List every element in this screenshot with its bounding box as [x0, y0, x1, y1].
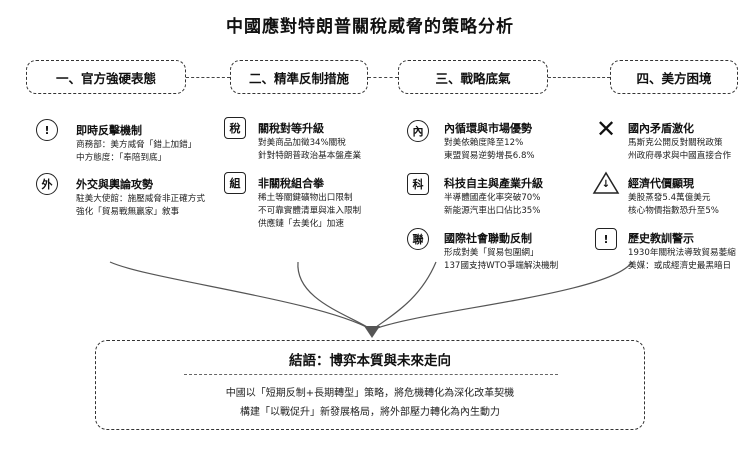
item-line: 稀土等關鍵礦物出口限制 — [258, 193, 353, 203]
domestic-market-icon: 內 — [407, 120, 429, 142]
header-connector-2 — [368, 77, 398, 78]
item-title: 即時反擊機制 — [76, 124, 142, 137]
item-title: 關稅對等升級 — [258, 122, 324, 135]
column-header-1: 一、官方強硬表態 — [26, 60, 186, 94]
connector-col4 — [371, 261, 633, 331]
alert-icon: ! — [595, 228, 617, 250]
column-header-2: 二、精準反制措施 — [230, 60, 368, 94]
item-title: 國內矛盾激化 — [628, 122, 694, 135]
item-line: 對美商品加徵34%關稅 — [258, 138, 346, 148]
header-connector-3 — [548, 77, 610, 78]
warning-down-icon: ↓ — [601, 178, 611, 190]
item-line: 半導體國產化率突破70% — [444, 193, 541, 203]
item-title: 外交與輿論攻勢 — [76, 178, 153, 191]
diplomacy-icon: 外 — [36, 173, 58, 195]
item-title: 內循環與市場優勢 — [444, 122, 532, 135]
column-header-4: 四、美方困境 — [610, 60, 738, 94]
item-line: 新能源汽車出口佔比35% — [444, 206, 541, 216]
exclamation-icon: ! — [36, 119, 58, 141]
item-line: 137國支持WTO爭端解決機制 — [444, 261, 559, 271]
item-line: 不可靠實體清單與准入限制 — [258, 206, 362, 216]
alliance-icon: 聯 — [407, 228, 429, 250]
item-line: 強化「貿易戰無贏家」敘事 — [76, 207, 180, 217]
cross-icon: ✕ — [595, 115, 617, 143]
item-line: 形成對美「貿易包圍網」 — [444, 248, 539, 258]
item-line: 中方態度：「奉陪到底」 — [76, 153, 167, 163]
warning-triangle-icon — [592, 171, 620, 194]
tax-icon: 稅 — [224, 117, 246, 139]
column-header-3: 三、戰略底氣 — [398, 60, 548, 94]
item-title: 國際社會聯動反制 — [444, 232, 532, 245]
item-line: 東盟貿易逆勢增長6.8% — [444, 151, 535, 161]
item-line: 1930年關稅法導致貿易萎縮 — [628, 248, 736, 258]
item-line: 馬斯克公開反對關稅政策 — [628, 138, 723, 148]
header-connector-1 — [186, 77, 230, 78]
conclusion-title: 結語：博弈本質與未來走向 — [289, 353, 451, 369]
item-line: 核心物價指數恐升至5% — [628, 206, 719, 216]
item-line: 美媒：或成經濟史最黑暗日 — [628, 261, 732, 271]
connector-arrowhead — [364, 326, 380, 338]
item-title: 歷史教訓警示 — [628, 232, 694, 245]
item-title: 科技自主與產業升級 — [444, 177, 543, 190]
item-line: 對美依賴度降至12% — [444, 138, 524, 148]
conclusion-line: 中國以「短期反制+長期轉型」策略，將危機轉化為深化改革契機 — [225, 388, 515, 399]
item-line: 供應鏈「去美化」加速 — [258, 219, 344, 229]
item-line: 針對特朗普政治基本盤產業 — [258, 151, 362, 161]
page-title: 中國應對特朗普關稅威脅的策略分析 — [226, 17, 514, 37]
conclusion-line: 構建「以戰促升」新發展格局，將外部壓力轉化為內生動力 — [240, 407, 500, 418]
item-line: 州政府尋求與中國直接合作 — [628, 151, 732, 161]
conclusion-divider — [184, 374, 558, 375]
item-title: 經濟代價顯現 — [628, 177, 694, 190]
connector-col3 — [371, 261, 437, 331]
connector-col1 — [109, 261, 373, 331]
item-line: 駐美大使館：施壓威脅非正確方式 — [76, 194, 205, 204]
combination-icon: 組 — [224, 172, 246, 194]
item-title: 非關稅組合拳 — [258, 177, 324, 190]
connector-col2 — [297, 261, 373, 331]
technology-icon: 科 — [407, 173, 429, 195]
item-line: 美股蒸發5.4萬億美元 — [628, 193, 711, 203]
conclusion-box: 結語：博弈本質與未來走向 中國以「短期反制+長期轉型」策略，將危機轉化為深化改革… — [95, 340, 645, 430]
item-line: 商務部：美方威脅「錯上加錯」 — [76, 140, 197, 150]
